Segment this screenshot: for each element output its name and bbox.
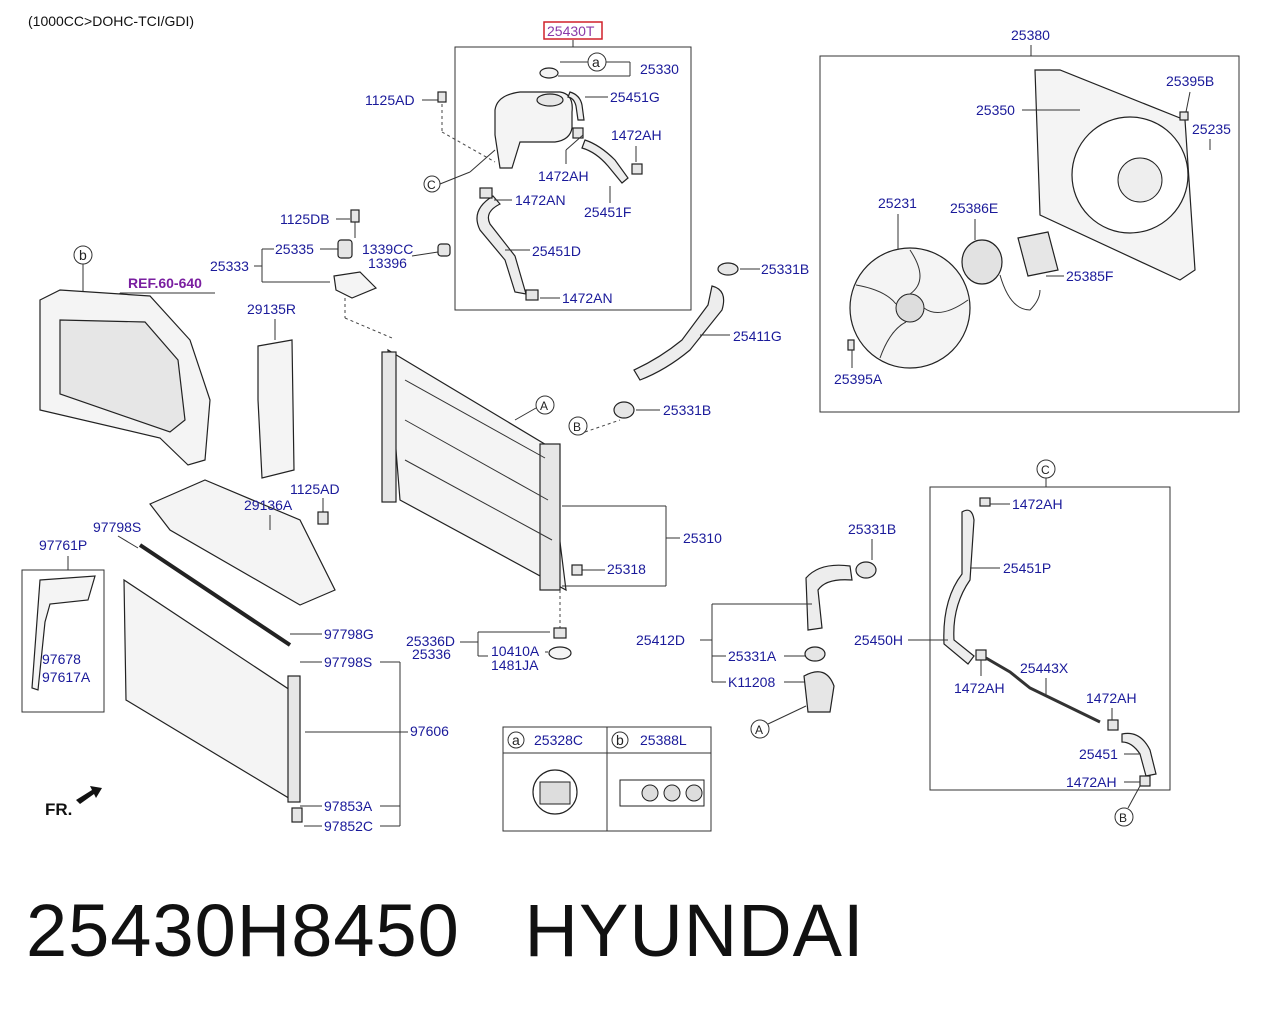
label-1472AN-b[interactable]: 1472AN [562,290,613,306]
hose-25451 [1121,732,1157,777]
label-25235[interactable]: 25235 [1192,121,1231,137]
label-25310[interactable]: 25310 [683,530,722,546]
fan-group-box [819,55,1240,413]
label-25331A[interactable]: 25331A [728,648,777,664]
label-1125DB[interactable]: 1125DB [280,211,330,227]
label-25451F[interactable]: 25451F [584,204,631,220]
footer-part-number: 25430H8450 [26,889,460,972]
air-guard-29135R [257,339,295,479]
condenser-core [123,578,293,802]
label-1472AH-f[interactable]: 1472AH [1066,774,1117,790]
heater-hose-box [929,486,1171,791]
label-97678[interactable]: 97678 [42,651,81,667]
label-25450H[interactable]: 25450H [854,632,903,648]
label-25411G[interactable]: 25411G [733,328,782,344]
front-arrow-icon [76,786,102,804]
label-29136A[interactable]: 29136A [244,497,293,513]
radiator-core [387,348,567,592]
label-97617A[interactable]: 97617A [42,669,91,685]
ref-60-640[interactable]: REF.60-640 [128,275,202,291]
reservoir-tank [494,91,573,169]
label-1339CC[interactable]: 1339CC [362,241,413,257]
label-25318[interactable]: 25318 [607,561,646,577]
label-25350[interactable]: 25350 [976,102,1015,118]
label-25380[interactable]: 25380 [1011,27,1050,43]
highlight-part-no[interactable]: 25430T [547,23,595,39]
label-25395B[interactable]: 25395B [1166,73,1214,89]
label-25331B-a[interactable]: 25331B [761,261,809,277]
label-25336[interactable]: 25336 [412,646,451,662]
callout-a-top: a [592,54,600,70]
bracket-group-box [21,569,105,713]
label-13396[interactable]: 13396 [368,255,407,271]
label-25451[interactable]: 25451 [1079,746,1118,762]
label-1125AD-mid[interactable]: 1125AD [290,481,340,497]
label-97798S-b[interactable]: 97798S [324,654,372,670]
label-25412D[interactable]: 25412D [636,632,685,648]
label-1472AH-c[interactable]: 1472AH [1012,496,1063,512]
label-97606[interactable]: 97606 [410,723,449,739]
bracket-97761P [31,575,96,691]
cap-seal [539,67,559,79]
footer-brand: HYUNDAI [524,889,865,972]
fan-resistor [1017,231,1059,277]
fan-motor [961,239,1003,285]
engine-note: (1000CC>DOHC-TCI/GDI) [28,13,194,29]
label-97853A[interactable]: 97853A [324,798,373,814]
fitting-K11208 [803,671,835,713]
label-25231[interactable]: 25231 [878,195,917,211]
label-25333[interactable]: 25333 [210,258,249,274]
label-25451D[interactable]: 25451D [532,243,581,259]
label-25331B-b[interactable]: 25331B [663,402,711,418]
label-97798G[interactable]: 97798G [324,626,374,642]
label-25331B-c[interactable]: 25331B [848,521,896,537]
label-1472AN-a[interactable]: 1472AN [515,192,566,208]
bracket-25333 [333,271,378,299]
hose-25451P [943,509,975,665]
hose-25412D [805,564,853,631]
label-K11208[interactable]: K11208 [728,674,775,690]
callout-A-lower: A [755,723,763,737]
label-25443X[interactable]: 25443X [1020,660,1069,676]
label-1481JA[interactable]: 1481JA [491,657,539,673]
label-29135R[interactable]: 29135R [247,301,296,317]
footer-caption: 25430H8450 HYUNDAI [26,888,865,973]
front-indicator: FR. [45,800,72,819]
label-25336D[interactable]: 25336D [406,633,455,649]
air-guard-29136A [149,479,336,606]
label-25335[interactable]: 25335 [275,241,314,257]
legend-b-key: b [616,732,624,748]
label-25386E[interactable]: 25386E [950,200,998,216]
label-97852C[interactable]: 97852C [324,818,373,834]
label-97761P[interactable]: 97761P [39,537,87,553]
callout-A-radiator: A [540,399,548,413]
callout-b-left: b [79,247,87,263]
legend-a-part[interactable]: 25328C [534,732,583,748]
label-25385F[interactable]: 25385F [1066,268,1113,284]
legend-a-key: a [512,732,520,748]
label-1472AH-d[interactable]: 1472AH [954,680,1005,696]
callout-c-right: C [1041,463,1050,477]
label-10410A[interactable]: 10410A [491,643,540,659]
label-1472AH-a[interactable]: 1472AH [611,127,662,143]
label-25330[interactable]: 25330 [640,61,679,77]
label-1472AH-b[interactable]: 1472AH [538,168,589,184]
callout-c-top: C [427,178,436,192]
label-25395A[interactable]: 25395A [834,371,883,387]
callout-B-lower: B [1119,811,1127,825]
label-1472AH-e[interactable]: 1472AH [1086,690,1137,706]
parts-diagram: (1000CC>DOHC-TCI/GDI) 25430T a 25330 254… [21,13,1240,834]
hose-25451F [581,139,629,184]
label-25451P[interactable]: 25451P [1003,560,1051,576]
highlight-frame [543,21,603,40]
label-1125AD-top[interactable]: 1125AD [365,92,415,108]
reservoir-cap [536,93,564,107]
legend-b-part[interactable]: 25388L [640,732,687,748]
callout-B-radiator: B [573,420,581,434]
label-25451G[interactable]: 25451G [610,89,660,105]
hose-25451D [476,195,527,295]
hose-25411G [633,285,725,381]
label-97798S-a[interactable]: 97798S [93,519,141,535]
